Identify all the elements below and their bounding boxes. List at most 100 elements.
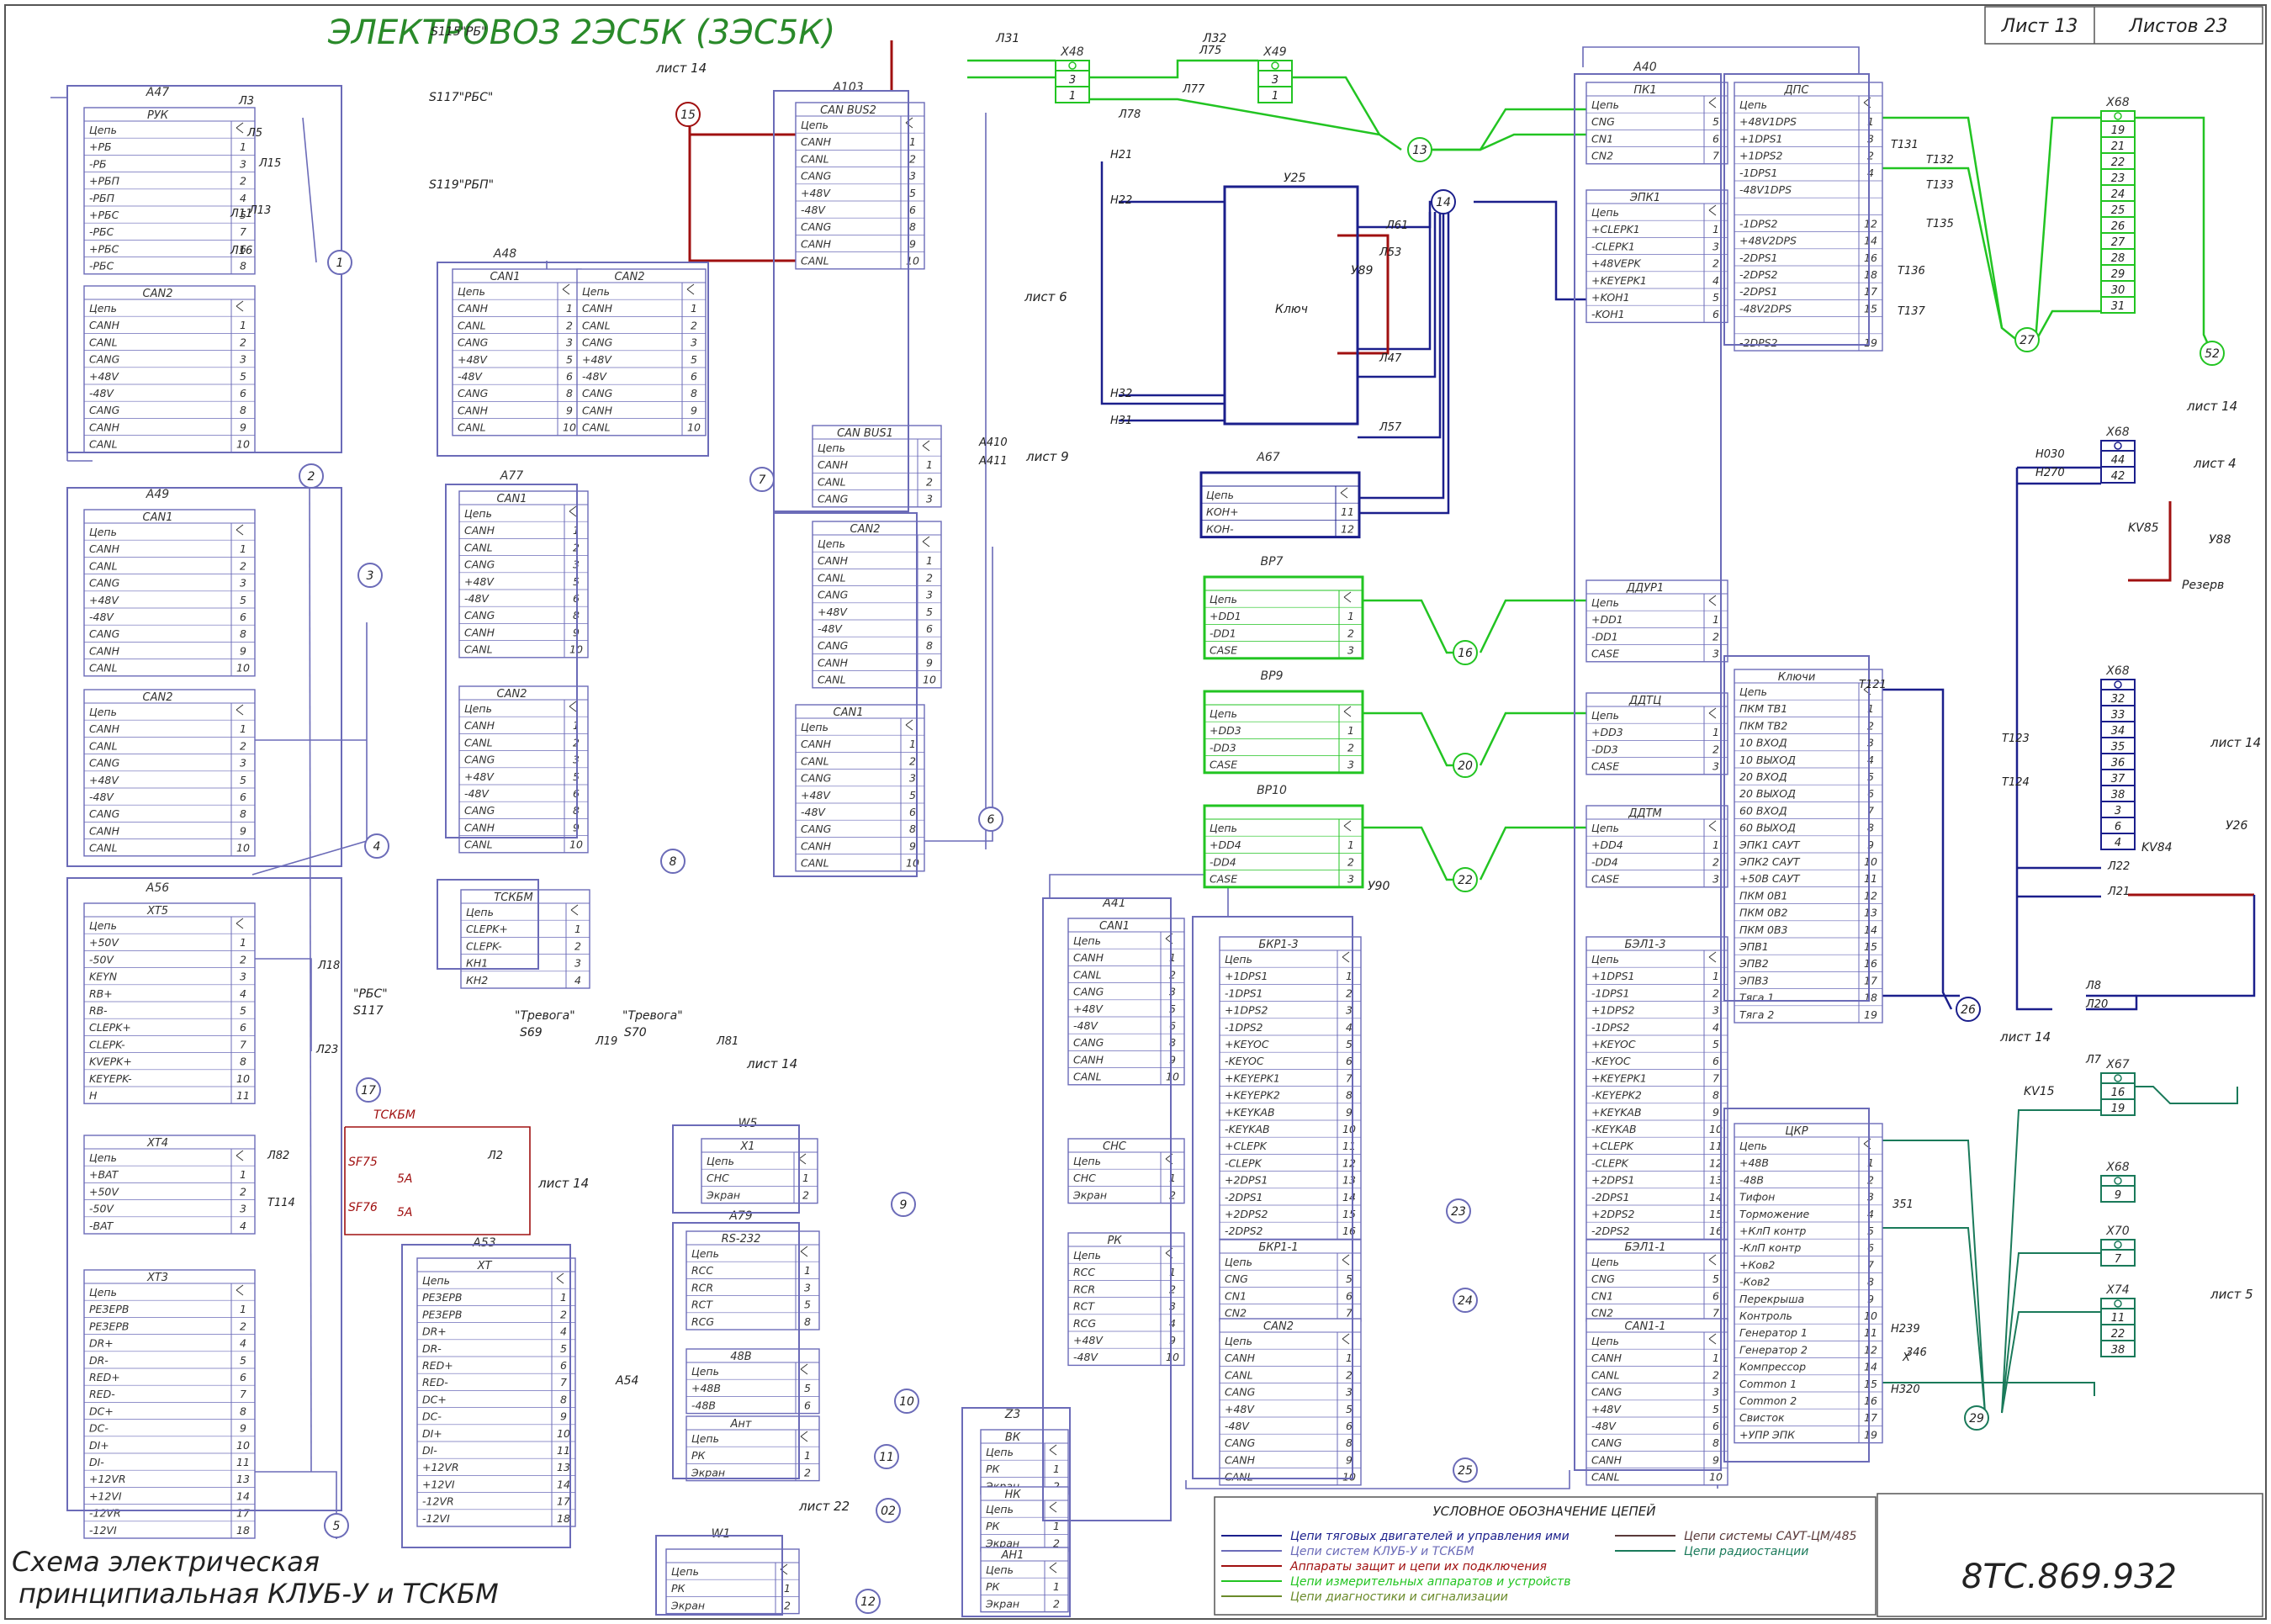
connector-pin: 6 <box>1867 1241 1874 1254</box>
connector-pin: 7 <box>1867 1258 1874 1271</box>
connector-pin: 6 <box>240 242 246 255</box>
connector-row-label: CANL <box>458 319 486 331</box>
connector-pin: 5 <box>926 606 933 618</box>
connector-row-label: -48V <box>464 592 490 605</box>
connector-row-label: Цепь <box>986 1563 1014 1576</box>
node-number: 10 <box>899 1395 914 1409</box>
connector-pin: 8 <box>691 387 697 399</box>
connector-row-label: Цепь <box>1591 953 1619 965</box>
connector-pin: 3 <box>1713 873 1719 886</box>
connector-row-label: +РБ <box>89 140 112 153</box>
connector-pin: 6 <box>240 387 246 399</box>
connector-pin: 8 <box>1713 1089 1719 1102</box>
wire-label: Л13 <box>248 204 271 217</box>
wire-label: Л53 <box>1379 246 1401 259</box>
connector-pin: 6 <box>1346 1420 1353 1432</box>
connector-pin: 17 <box>1864 285 1877 298</box>
connector-pin: 5 <box>240 774 246 786</box>
connector-pin: 12 <box>1341 522 1354 535</box>
connector-pin: 5 <box>1713 1038 1719 1050</box>
node-number: 26 <box>1961 1003 1976 1017</box>
connector-row-label: -12VI <box>422 1512 450 1525</box>
node-number: 12 <box>860 1595 876 1609</box>
connector-pin: 4 <box>560 1325 567 1338</box>
connector-pin: 6 <box>1867 787 1874 800</box>
connector-pin: 6 <box>926 622 933 635</box>
connector-pin: 13 <box>1342 1174 1356 1187</box>
node-29: 29 <box>1964 1405 1989 1431</box>
connector-row-label: CN1 <box>1591 132 1613 145</box>
connector-pin: 3 <box>1346 1004 1353 1017</box>
connector-row-label: CANH <box>458 302 489 315</box>
legend-title: УСЛОВНОЕ ОБОЗНАЧЕНИЕ ЦЕПЕЙ <box>1433 1503 1656 1519</box>
connector-pin: 1 <box>1346 970 1353 982</box>
connector-pin: 2 <box>1346 987 1353 999</box>
connector-row-label: CANH <box>464 626 495 638</box>
connector-pin: 2 <box>1347 741 1354 754</box>
connector-row-label: -2DPS2 <box>1739 336 1778 349</box>
connector-row-label: Цепь <box>464 702 492 715</box>
connector-row-label: +48V1DPS <box>1739 115 1797 128</box>
connector-row-label: CANL <box>1073 968 1102 981</box>
connector-row-label: -KEYOC <box>1591 1055 1631 1067</box>
connector-row-label: RCC <box>691 1264 713 1277</box>
node-4: 4 <box>364 833 389 859</box>
connector-row-label: +48V <box>818 606 848 618</box>
connector-row-label: -РБС <box>89 260 114 272</box>
node-15: 15 <box>675 102 701 127</box>
terminal-pin: 27 <box>2111 236 2125 249</box>
connector-row-label: DI+ <box>89 1439 109 1452</box>
part-label: KV84 <box>2141 841 2173 854</box>
connector-row-label: -1DPS1 <box>1225 987 1263 999</box>
connector-pin: 7 <box>240 1038 246 1050</box>
connector-row-label: +1DPS1 <box>1591 970 1634 982</box>
connector-pin: 3 <box>909 772 916 785</box>
node-number: 9 <box>900 1198 908 1212</box>
terminal-title: X49 <box>1263 45 1286 59</box>
connector-row-label: Цепь <box>1739 98 1767 111</box>
wire-label: Л21 <box>2107 886 2130 898</box>
wire-label: Л22 <box>2107 860 2130 873</box>
connector-row-label: -CLEPK1 <box>1591 240 1635 252</box>
terminal-pin: 37 <box>2111 773 2125 786</box>
part-label: S117 <box>353 1004 384 1018</box>
terminal-pin: 35 <box>2111 741 2125 754</box>
wire-label: Т136 <box>1898 265 1925 278</box>
connector-pin: 5 <box>560 1342 567 1355</box>
connector-name: ВК <box>1005 1431 1021 1444</box>
part-label: ТСКБМ <box>373 1108 416 1122</box>
node-number: 14 <box>1436 196 1451 209</box>
connector-pin: 7 <box>1346 1307 1353 1320</box>
connector-pin: 3 <box>1867 132 1874 145</box>
connector-row-label: CANG <box>801 170 832 183</box>
connector-row-label: КН1 <box>466 957 488 970</box>
connector-pin: 5 <box>909 789 916 801</box>
connector-pin: 1 <box>1169 1266 1176 1278</box>
connector-name: АН1 <box>1001 1549 1024 1562</box>
connector-row-label: CANH <box>89 644 120 657</box>
connector-row-label: +12VR <box>89 1473 126 1485</box>
connector-pin: 9 <box>240 824 246 837</box>
connector-pin: 2 <box>240 739 246 752</box>
connector-row-label: RB- <box>89 1004 108 1017</box>
connector-row-label: +1DPS2 <box>1591 1004 1635 1017</box>
wire-label: Л78 <box>1118 108 1141 121</box>
connector-title: А77 <box>500 469 523 483</box>
connector-row-label: +48В <box>1739 1156 1769 1169</box>
terminal-pin: 28 <box>2111 252 2125 265</box>
connector-row-label: DI- <box>89 1456 104 1468</box>
connector-row-label: CASE <box>1210 644 1237 657</box>
terminal-title: X68 <box>2105 1161 2129 1174</box>
connector-row-label: +CLEPK <box>1225 1140 1268 1152</box>
connector-pin: 2 <box>574 939 581 952</box>
connector-pin: 19 <box>1864 1008 1877 1021</box>
connector-pin: 9 <box>1713 1106 1719 1119</box>
terminal-pin: 29 <box>2111 268 2125 281</box>
connector-row-label: +48В <box>691 1382 721 1394</box>
wire-label: Л81 <box>716 1035 738 1048</box>
connector-title: ВР7 <box>1261 555 1284 569</box>
connector-row-label: CANG <box>89 627 120 640</box>
